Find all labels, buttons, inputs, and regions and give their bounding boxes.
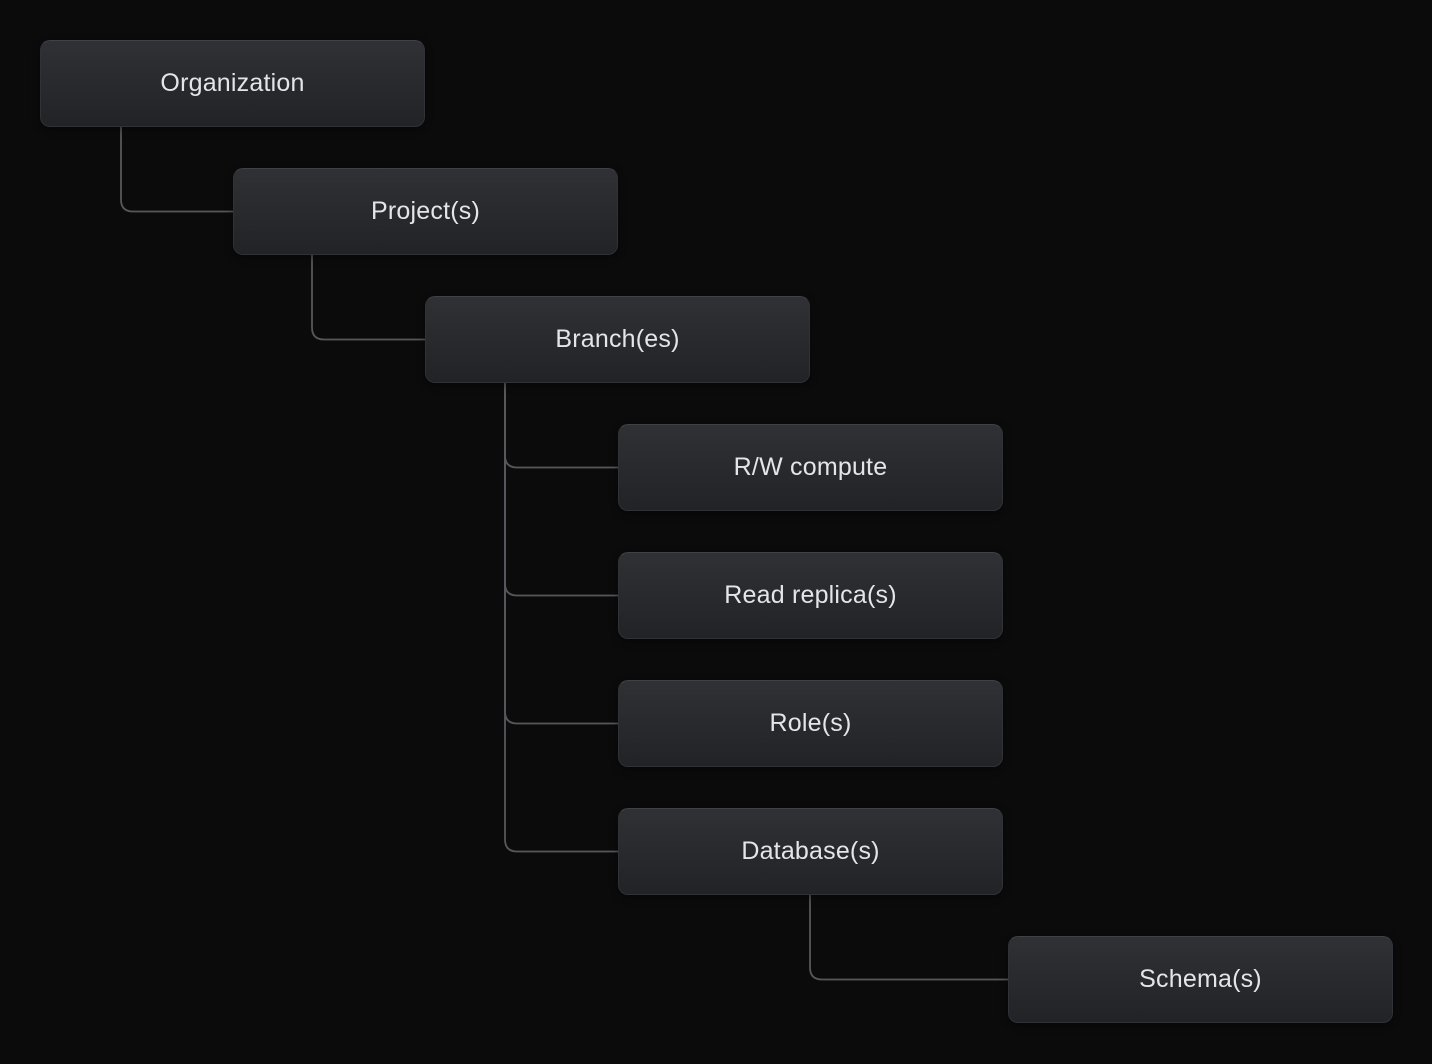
node-organization: Organization: [40, 40, 425, 127]
node-databases-label: Database(s): [741, 837, 880, 865]
node-projects-label: Project(s): [371, 197, 480, 225]
connector-branches-rw-compute: [504, 383, 618, 469]
connector-branches-databases: [504, 383, 618, 853]
node-branches: Branch(es): [425, 296, 810, 383]
connector-databases-schemas: [809, 895, 1008, 981]
node-rw-compute-label: R/W compute: [733, 453, 888, 481]
node-rw-compute: R/W compute: [618, 424, 1003, 511]
node-schemas-label: Schema(s): [1139, 965, 1262, 993]
node-databases: Database(s): [618, 808, 1003, 895]
connector-organization-projects: [120, 127, 233, 213]
connector-branches-roles: [504, 383, 618, 725]
node-roles: Role(s): [618, 680, 1003, 767]
node-schemas: Schema(s): [1008, 936, 1393, 1023]
connector-branches-read-replicas: [504, 383, 618, 597]
node-read-replicas-label: Read replica(s): [724, 581, 897, 609]
connector-projects-branches: [311, 255, 425, 341]
node-branches-label: Branch(es): [555, 325, 680, 353]
node-read-replicas: Read replica(s): [618, 552, 1003, 639]
node-roles-label: Role(s): [769, 709, 852, 737]
node-projects: Project(s): [233, 168, 618, 255]
node-organization-label: Organization: [160, 69, 305, 97]
